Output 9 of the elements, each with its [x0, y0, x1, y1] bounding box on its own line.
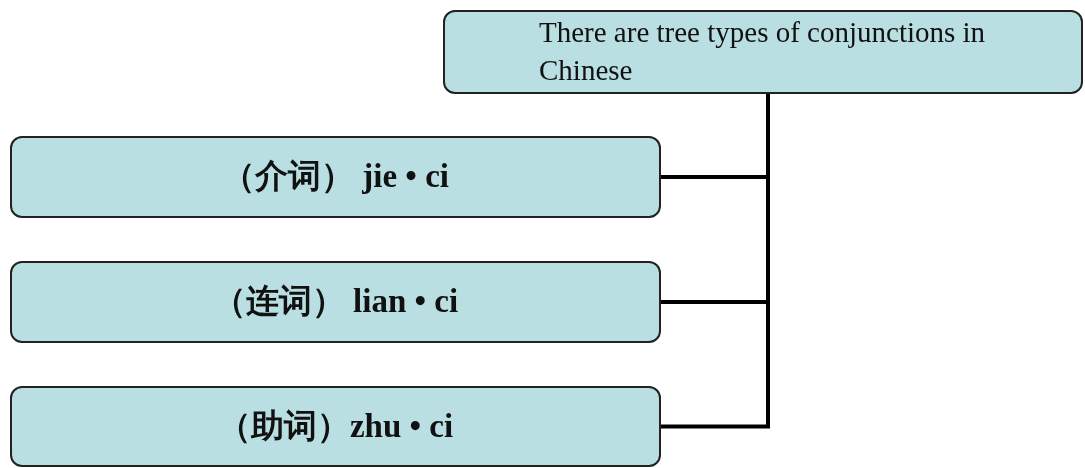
term-text: （连词） lian • ci: [212, 282, 459, 322]
term-text: （助词）zhu • ci: [217, 406, 454, 446]
category-box: [10, 261, 661, 343]
category-box: [10, 136, 661, 218]
connector-line: [661, 94, 770, 429]
heading-text: There are tree types of conjunctions in Chinese: [539, 15, 987, 88]
root-box: [443, 10, 1083, 94]
term-text: （介词） jie • ci: [222, 157, 449, 197]
category-box: [10, 386, 661, 467]
